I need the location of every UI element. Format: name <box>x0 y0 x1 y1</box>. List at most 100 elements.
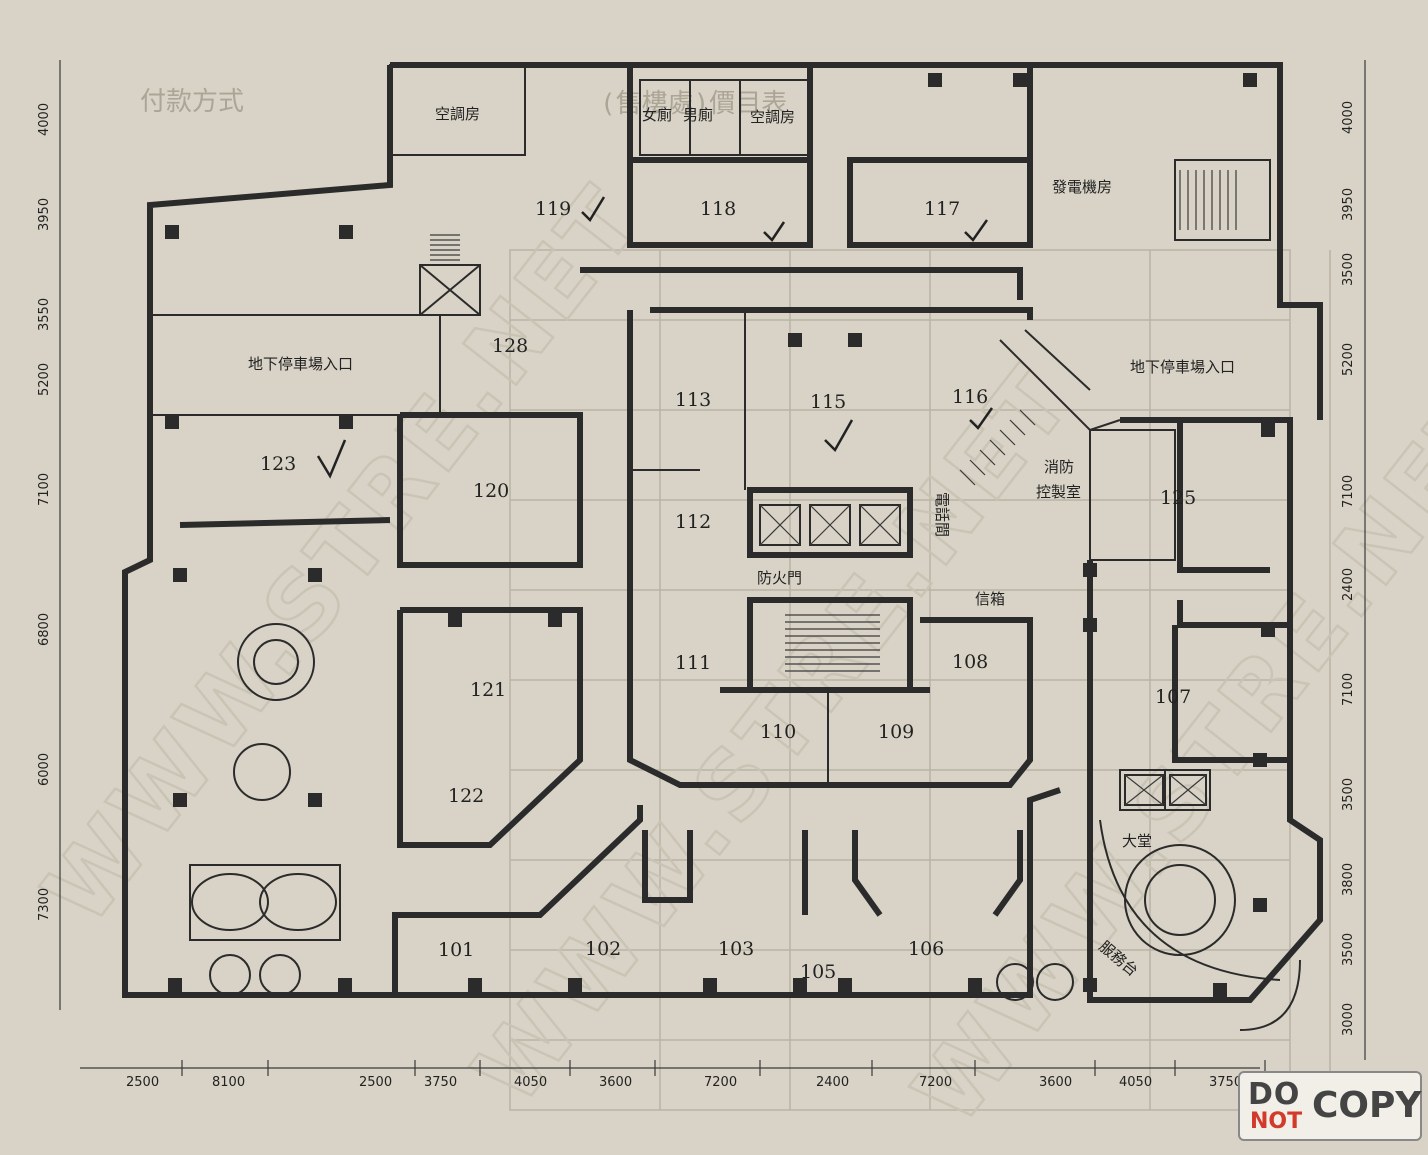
structural-column <box>548 613 562 627</box>
room-118-label: 118 <box>700 198 736 220</box>
bottom-dimension-label: 3750 <box>424 1075 457 1090</box>
stamp-copy-text: COPY <box>1312 1085 1422 1126</box>
room-105-label: 105 <box>800 961 836 983</box>
parking-entrance-left-label: 地下停車場入口 <box>248 355 353 373</box>
left-dimension-label: 7300 <box>37 888 52 921</box>
right-dimension-label: 3800 <box>1341 863 1356 896</box>
stair-tread <box>969 459 986 476</box>
room-108-label: 108 <box>952 651 988 673</box>
room-122-label: 122 <box>448 785 484 807</box>
room-112-label: 112 <box>675 511 711 533</box>
structural-column <box>338 978 352 992</box>
structural-column <box>568 978 582 992</box>
room-120-label: 120 <box>473 480 509 502</box>
structural-column <box>165 225 179 239</box>
structural-column <box>788 333 802 347</box>
bottom-dimension-label: 2400 <box>816 1075 849 1090</box>
feature-labels: 空調房 空調房 女廁 男廁 發電機房 地下停車場入口 地下停車場入口 消防 控製… <box>248 105 1235 980</box>
do-not-copy-stamp: DO NOT COPY <box>1238 1071 1422 1141</box>
room-119-label: 119 <box>535 198 571 220</box>
stamp-do-text: DO <box>1248 1077 1301 1112</box>
parking-entrance-right-label: 地下停車場入口 <box>1130 358 1235 376</box>
right-dimension-label: 4000 <box>1341 101 1356 134</box>
left-dimension-label: 7100 <box>37 473 52 506</box>
bottom-dimension-label: 2500 <box>126 1075 159 1090</box>
lift-shafts <box>759 504 1207 806</box>
check-mark-115 <box>824 419 854 453</box>
columns <box>165 73 1275 997</box>
room-111-label: 111 <box>675 652 711 674</box>
stair-tread <box>999 429 1016 446</box>
stair-tread <box>979 449 996 466</box>
left-dimension-label: 6800 <box>37 613 52 646</box>
room-101-label: 101 <box>438 939 474 961</box>
structural-column <box>448 613 462 627</box>
room-115-label: 115 <box>810 391 846 413</box>
stair-tread <box>989 439 1006 456</box>
left-dimension-label: 5200 <box>37 363 52 396</box>
aircon-room-left-label: 空調房 <box>435 105 480 123</box>
structural-column <box>1261 423 1275 437</box>
bottom-dimension-label: 8100 <box>212 1075 245 1090</box>
watermark-text-1: WWW.STRE.NET <box>23 165 664 943</box>
bottom-dimension-label: 4050 <box>1119 1075 1152 1090</box>
structural-column <box>308 793 322 807</box>
bottom-dimension-label: 4050 <box>514 1075 547 1090</box>
mailbox-label: 信箱 <box>975 590 1005 608</box>
aircon-room-right-label: 空調房 <box>750 108 795 126</box>
structural-column <box>468 978 482 992</box>
right-dimensions: 4000395035005200710024007100350038003500… <box>1341 101 1356 1036</box>
stair-tread <box>1009 419 1026 436</box>
left-dimension-label: 6000 <box>37 753 52 786</box>
structural-column <box>703 978 717 992</box>
room-117-label: 117 <box>924 198 960 220</box>
left-dimension-label: 3550 <box>37 298 52 331</box>
structural-column <box>1013 73 1027 87</box>
outer-walls <box>122 62 1323 1003</box>
right-dimension-label: 7100 <box>1341 475 1356 508</box>
structural-column <box>1083 978 1097 992</box>
structural-column <box>968 978 982 992</box>
room-102-label: 102 <box>585 938 621 960</box>
structural-column <box>173 568 187 582</box>
check-mark-119 <box>581 196 606 223</box>
structural-column <box>793 978 807 992</box>
structural-column <box>168 978 182 992</box>
room-labels: 101 102 103 105 106 107 108 109 110 111 … <box>260 198 1196 983</box>
room-116-label: 116 <box>952 386 988 408</box>
structural-column <box>339 225 353 239</box>
structural-column <box>308 568 322 582</box>
stamp-not-text: NOT <box>1250 1109 1303 1134</box>
room-121-label: 121 <box>470 679 506 701</box>
room-113-label: 113 <box>675 389 711 411</box>
check-mark-117 <box>964 219 989 242</box>
structural-column <box>1213 983 1227 997</box>
room-110-label: 110 <box>760 721 796 743</box>
stairs <box>430 170 1237 672</box>
structural-column <box>848 333 862 347</box>
structural-column <box>1083 618 1097 632</box>
room-109-label: 109 <box>878 721 914 743</box>
right-dimension-label: 3000 <box>1341 1003 1356 1036</box>
bottom-dimension-label: 3750 <box>1209 1075 1242 1090</box>
bottom-dimension-label: 3600 <box>599 1075 632 1090</box>
right-dimension-label: 7100 <box>1341 673 1356 706</box>
structural-column <box>928 73 942 87</box>
room-123-label: 123 <box>260 453 296 475</box>
room-106-label: 106 <box>908 938 944 960</box>
room-125-label: 125 <box>1160 487 1196 509</box>
fire-control-room-label-b: 控製室 <box>1036 483 1081 501</box>
structural-column <box>173 793 187 807</box>
dimension-lines <box>59 60 1366 1069</box>
room-107-label: 107 <box>1155 686 1191 708</box>
right-dimension-label: 2400 <box>1341 568 1356 601</box>
fire-door-label: 防火門 <box>757 569 802 587</box>
room-103-label: 103 <box>718 938 754 960</box>
mens-toilet-label: 男廁 <box>683 106 713 124</box>
bottom-dimension-label: 3600 <box>1039 1075 1072 1090</box>
structural-column <box>165 415 179 429</box>
bottom-dimension-label: 2500 <box>359 1075 392 1090</box>
room-128-label: 128 <box>492 335 528 357</box>
